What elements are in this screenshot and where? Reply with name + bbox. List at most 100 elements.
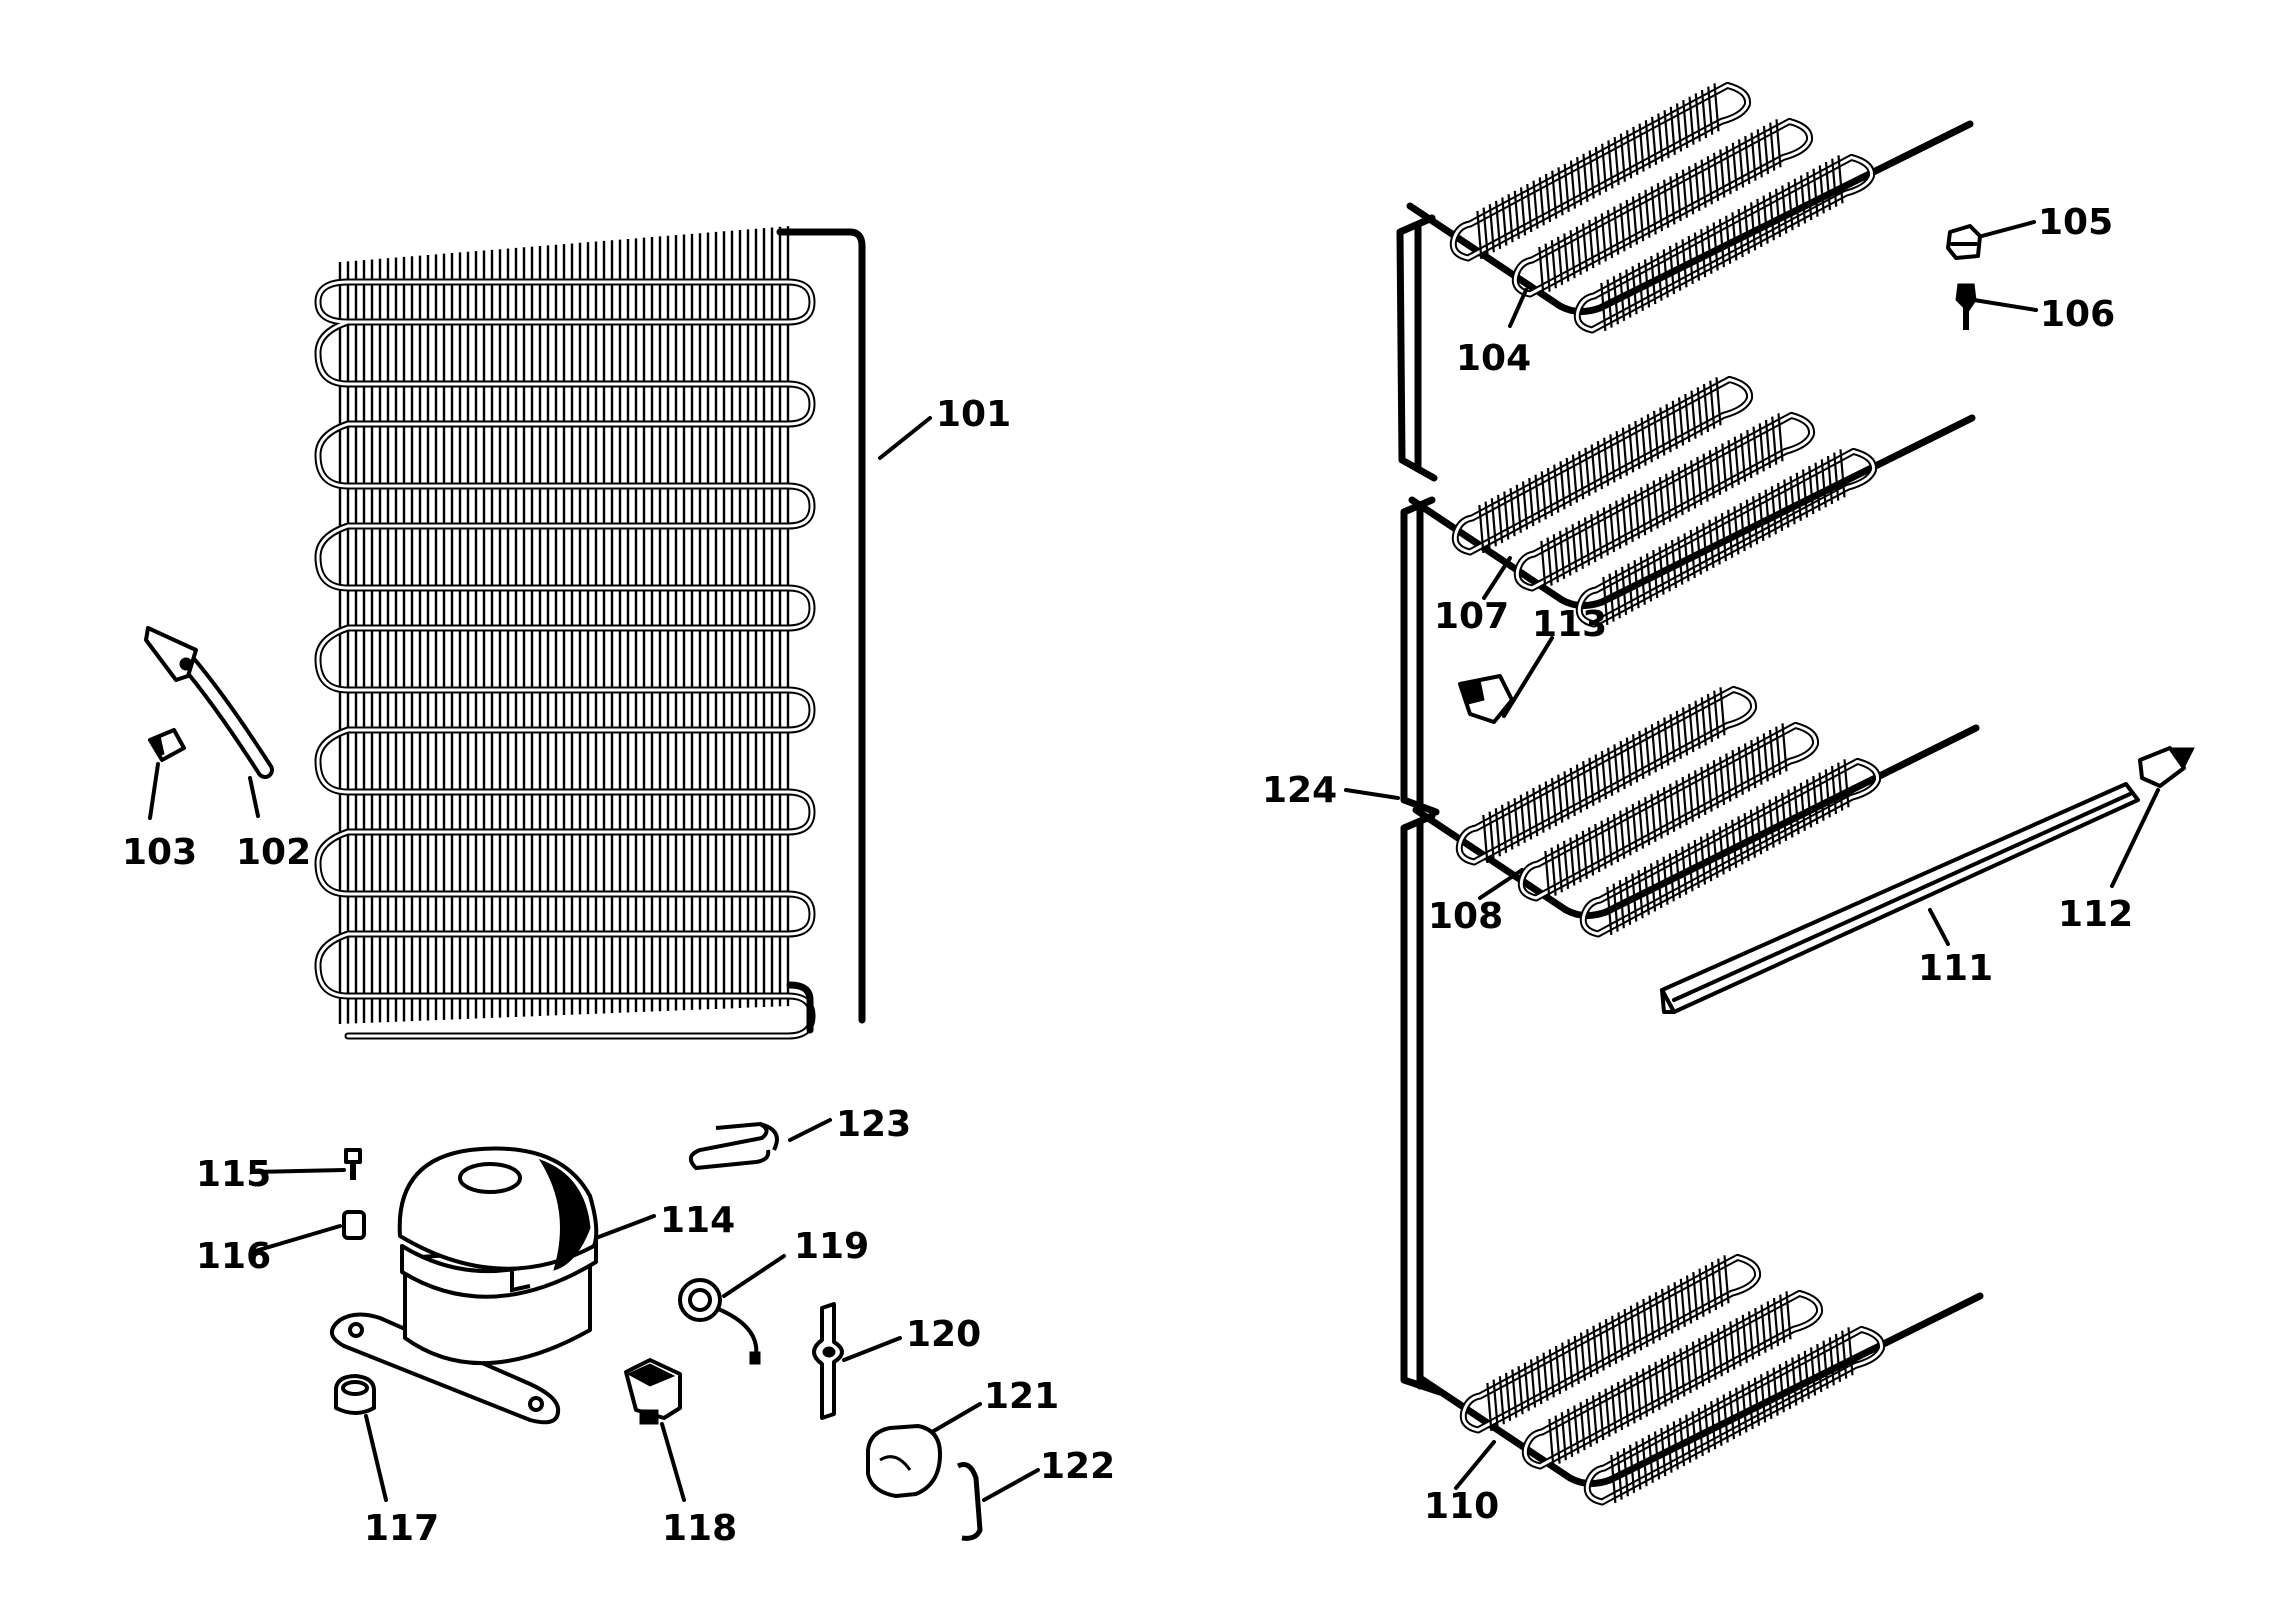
evaporator-fin xyxy=(1688,703,1695,753)
evaporator-fin xyxy=(1775,119,1782,168)
evaporator-fin xyxy=(1760,1304,1767,1353)
evaporator-fin xyxy=(1712,829,1719,878)
evaporator-fin xyxy=(1710,1261,1718,1311)
evaporator-fin xyxy=(1632,126,1639,176)
evaporator-fin xyxy=(1638,193,1645,242)
evaporator-fin xyxy=(1803,1350,1810,1399)
evaporator-fin xyxy=(1669,714,1676,763)
evaporator-fin xyxy=(1492,1379,1499,1428)
evaporator-fin xyxy=(1641,1368,1649,1417)
evaporator-fin xyxy=(1712,152,1720,201)
evaporator-fin xyxy=(1727,509,1734,558)
evaporator-fin xyxy=(1521,481,1529,530)
cover xyxy=(866,1424,942,1498)
evaporator-fin xyxy=(1620,566,1628,615)
label-108: 108 xyxy=(1428,896,1503,937)
evaporator-fin xyxy=(1744,135,1751,185)
evaporator-fin xyxy=(1743,812,1750,862)
evaporator-fin xyxy=(1739,502,1746,552)
evaporator-fin xyxy=(1645,553,1653,602)
evaporator-fin xyxy=(1507,194,1514,243)
evaporator-fin xyxy=(1750,739,1757,789)
evaporator-fin xyxy=(1702,453,1709,502)
label-117: 117 xyxy=(364,1508,439,1549)
evaporator-fin xyxy=(1731,750,1738,799)
evaporator-fin xyxy=(1837,155,1844,204)
grommet xyxy=(342,1210,366,1240)
evaporator-fin xyxy=(1671,470,1678,519)
evaporator-fin xyxy=(1637,870,1644,919)
evaporator-fin xyxy=(1544,243,1551,292)
evaporator-fin xyxy=(1706,693,1714,743)
evaporator-fin xyxy=(1706,156,1713,205)
evaporator-fin xyxy=(1749,809,1756,858)
evaporator-fin xyxy=(1625,807,1632,856)
evaporator-fin xyxy=(1511,1369,1518,1418)
evaporator-fin xyxy=(1650,724,1657,773)
evaporator-fin xyxy=(1675,172,1682,222)
evaporator-fin xyxy=(1596,441,1604,490)
evaporator-fin xyxy=(1818,165,1825,214)
evaporator-fin xyxy=(1509,488,1516,537)
evaporator-fin xyxy=(1519,794,1526,843)
evaporator-fin xyxy=(1650,793,1657,842)
evaporator-fin xyxy=(1613,136,1620,186)
evaporator-fin xyxy=(1617,1312,1624,1361)
evaporator-fin xyxy=(1737,139,1745,188)
evaporator-fin xyxy=(1678,1417,1686,1467)
clip-wire xyxy=(956,1462,983,1541)
evaporator-fin xyxy=(1629,1375,1636,1424)
evaporator-fin xyxy=(1588,219,1595,269)
evaporator-fin xyxy=(1631,196,1639,245)
evaporator-fin xyxy=(1635,1371,1642,1421)
evaporator-fin xyxy=(1583,517,1591,566)
evaporator-fin xyxy=(1594,216,1601,265)
evaporator-fin xyxy=(1808,465,1815,515)
evaporator-fin xyxy=(1724,823,1732,872)
evaporator-fin xyxy=(1554,1345,1562,1395)
evaporator-fin xyxy=(1689,529,1696,579)
evaporator-fin xyxy=(1762,733,1769,782)
evaporator-fin xyxy=(1710,1331,1717,1380)
evaporator-fin xyxy=(1548,1349,1555,1398)
shelf-evaporator-3 xyxy=(1412,685,1980,938)
evaporator-fin xyxy=(1641,1438,1648,1487)
evaporator-fin xyxy=(1677,536,1684,585)
evaporator-fin xyxy=(1733,436,1740,485)
evaporator-fin xyxy=(1762,802,1769,852)
evaporator-fin xyxy=(1581,223,1589,272)
evaporator-fin xyxy=(1654,1292,1661,1341)
evaporator-fin xyxy=(1573,1405,1580,1454)
evaporator-fin xyxy=(1637,262,1644,311)
evaporator-fin xyxy=(1607,747,1614,796)
evaporator-fin xyxy=(1674,849,1682,899)
evaporator-fin xyxy=(1764,489,1771,538)
evaporator-fin xyxy=(1582,153,1589,202)
evaporator-loop xyxy=(1461,1255,1760,1432)
evaporator-fin xyxy=(1741,1384,1748,1433)
evaporator-fin xyxy=(1650,186,1657,235)
evaporator-fin xyxy=(1706,225,1713,274)
evaporator-fin xyxy=(1532,180,1539,229)
evaporator-fin xyxy=(1525,791,1533,840)
evaporator-fin xyxy=(1683,533,1690,582)
evaporator-fin xyxy=(1598,1391,1605,1441)
evaporator-fin xyxy=(1725,215,1732,264)
evaporator-fin xyxy=(1631,873,1638,922)
evaporator-fin xyxy=(1496,494,1504,543)
evaporator-fin xyxy=(1770,486,1777,535)
evaporator-fin xyxy=(1708,450,1715,499)
evaporator-fin xyxy=(1799,782,1806,831)
evaporator-fin xyxy=(1504,1372,1512,1421)
evaporator-fin xyxy=(1575,764,1583,813)
evaporator-fin xyxy=(1629,1305,1636,1354)
evaporator-fin xyxy=(1528,477,1535,527)
evaporator-fin xyxy=(1579,1402,1586,1451)
nut xyxy=(1946,224,1982,260)
evaporator-fin xyxy=(1707,86,1714,135)
evaporator-fin xyxy=(1609,434,1616,483)
evaporator-fin xyxy=(1824,769,1831,818)
evaporator-fin xyxy=(1614,570,1621,619)
evaporator-fin xyxy=(1600,213,1607,262)
evaporator-fin xyxy=(1691,1411,1698,1460)
